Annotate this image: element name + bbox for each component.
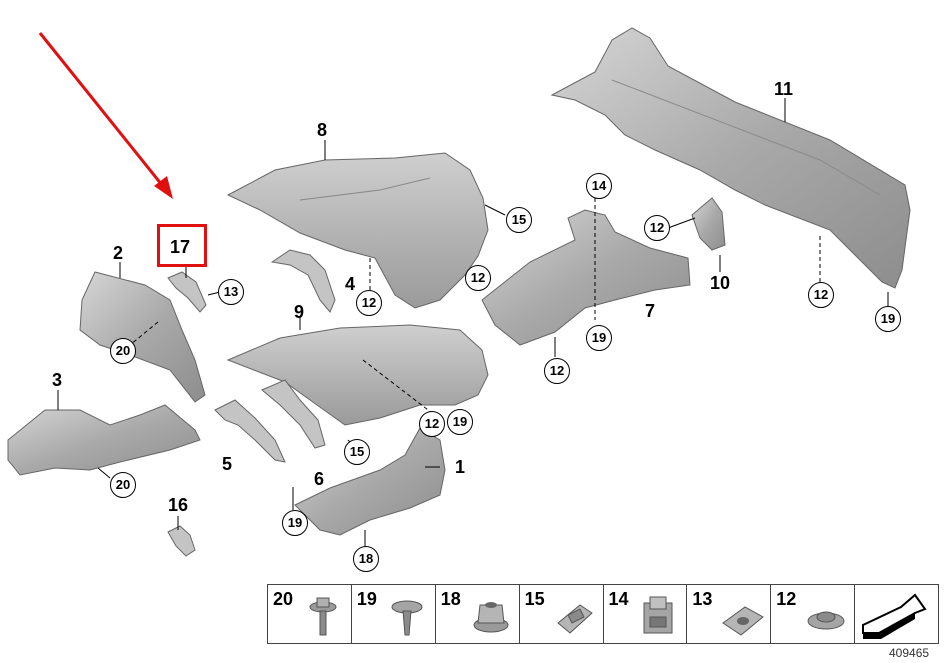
legend-number: 20 xyxy=(273,589,294,609)
legend-cell-14: 14 xyxy=(604,585,688,643)
heat-shield-7 xyxy=(481,209,691,346)
callout-circled-12: 12 xyxy=(644,215,670,241)
spring-nut-icon xyxy=(556,604,593,634)
screw-icon xyxy=(391,600,423,636)
callout-circled-18: 18 xyxy=(353,546,379,572)
callout-2: 2 xyxy=(113,243,124,263)
heat-shield-3 xyxy=(7,404,201,476)
legend-number: 19 xyxy=(356,589,377,609)
legend-cell-13: 13 xyxy=(687,585,772,643)
heat-shield-11 xyxy=(550,27,911,289)
flange-nut-icon xyxy=(473,602,509,633)
callout-4: 4 xyxy=(345,274,356,294)
callout-6: 6 xyxy=(314,469,325,489)
push-nut-icon xyxy=(807,611,845,630)
callout-circled-12: 12 xyxy=(465,265,491,291)
heat-shield-9 xyxy=(226,324,489,426)
forward-direction-arrow-icon xyxy=(862,593,927,639)
callout-7: 7 xyxy=(645,301,656,321)
callout-circled-14: 14 xyxy=(586,173,612,199)
callout-3: 3 xyxy=(52,370,63,390)
bracket-10 xyxy=(691,197,726,251)
callout-circled-19: 19 xyxy=(282,510,308,536)
clip-nut-icon xyxy=(643,596,672,634)
legend-number: 12 xyxy=(776,589,797,609)
bracket-17 xyxy=(167,271,207,313)
callout-circled-12: 12 xyxy=(544,358,570,384)
legend-cell-20: 20 xyxy=(268,585,352,643)
legend-number: 15 xyxy=(524,589,545,609)
legend-number: 14 xyxy=(608,589,629,609)
callout-circled-12: 12 xyxy=(419,411,445,437)
u-nut-icon xyxy=(722,606,765,636)
clip-16 xyxy=(167,525,196,557)
heat-shield-1 xyxy=(294,427,446,536)
callout-circled-12: 12 xyxy=(356,290,382,316)
callout-circled-12: 12 xyxy=(808,282,834,308)
callout-circled-15: 15 xyxy=(506,207,532,233)
callout-10: 10 xyxy=(710,273,731,293)
legend-cell-12: 12 xyxy=(771,585,856,643)
bracket-4 xyxy=(270,249,336,313)
callout-circled-15: 15 xyxy=(344,439,370,465)
bolt-with-washer-icon xyxy=(309,597,337,636)
callout-circled-19: 19 xyxy=(875,306,901,332)
callout-17: 17 xyxy=(170,237,191,257)
callout-5: 5 xyxy=(222,454,233,474)
pointer-arrow xyxy=(38,32,173,199)
legend-cell-15: 15 xyxy=(520,585,604,643)
legend-cell-direction xyxy=(855,585,938,643)
callout-circled-20: 20 xyxy=(110,338,136,364)
callout-11: 11 xyxy=(774,79,794,99)
callout-circled-19: 19 xyxy=(586,325,612,351)
legend-cell-18: 18 xyxy=(436,585,520,643)
callout-8: 8 xyxy=(317,120,328,140)
legend-cell-19: 19 xyxy=(352,585,436,643)
callout-circled-19: 19 xyxy=(447,409,473,435)
callout-9: 9 xyxy=(294,302,305,322)
bracket-5 xyxy=(214,399,286,463)
highlight-box-17 xyxy=(157,224,207,267)
callout-16: 16 xyxy=(168,495,189,515)
legend-number: 13 xyxy=(692,589,713,609)
document-number: 409465 xyxy=(889,646,930,660)
fastener-legend: 20 19 18 15 xyxy=(267,584,939,644)
leader-lines xyxy=(57,98,889,546)
heat-shield-8 xyxy=(226,152,489,309)
callout-1: 1 xyxy=(455,457,466,477)
legend-number: 18 xyxy=(440,589,461,609)
heat-shield-2 xyxy=(79,271,206,403)
callout-circled-13: 13 xyxy=(218,279,244,305)
callout-circled-20: 20 xyxy=(110,472,136,498)
bracket-6 xyxy=(261,379,326,449)
